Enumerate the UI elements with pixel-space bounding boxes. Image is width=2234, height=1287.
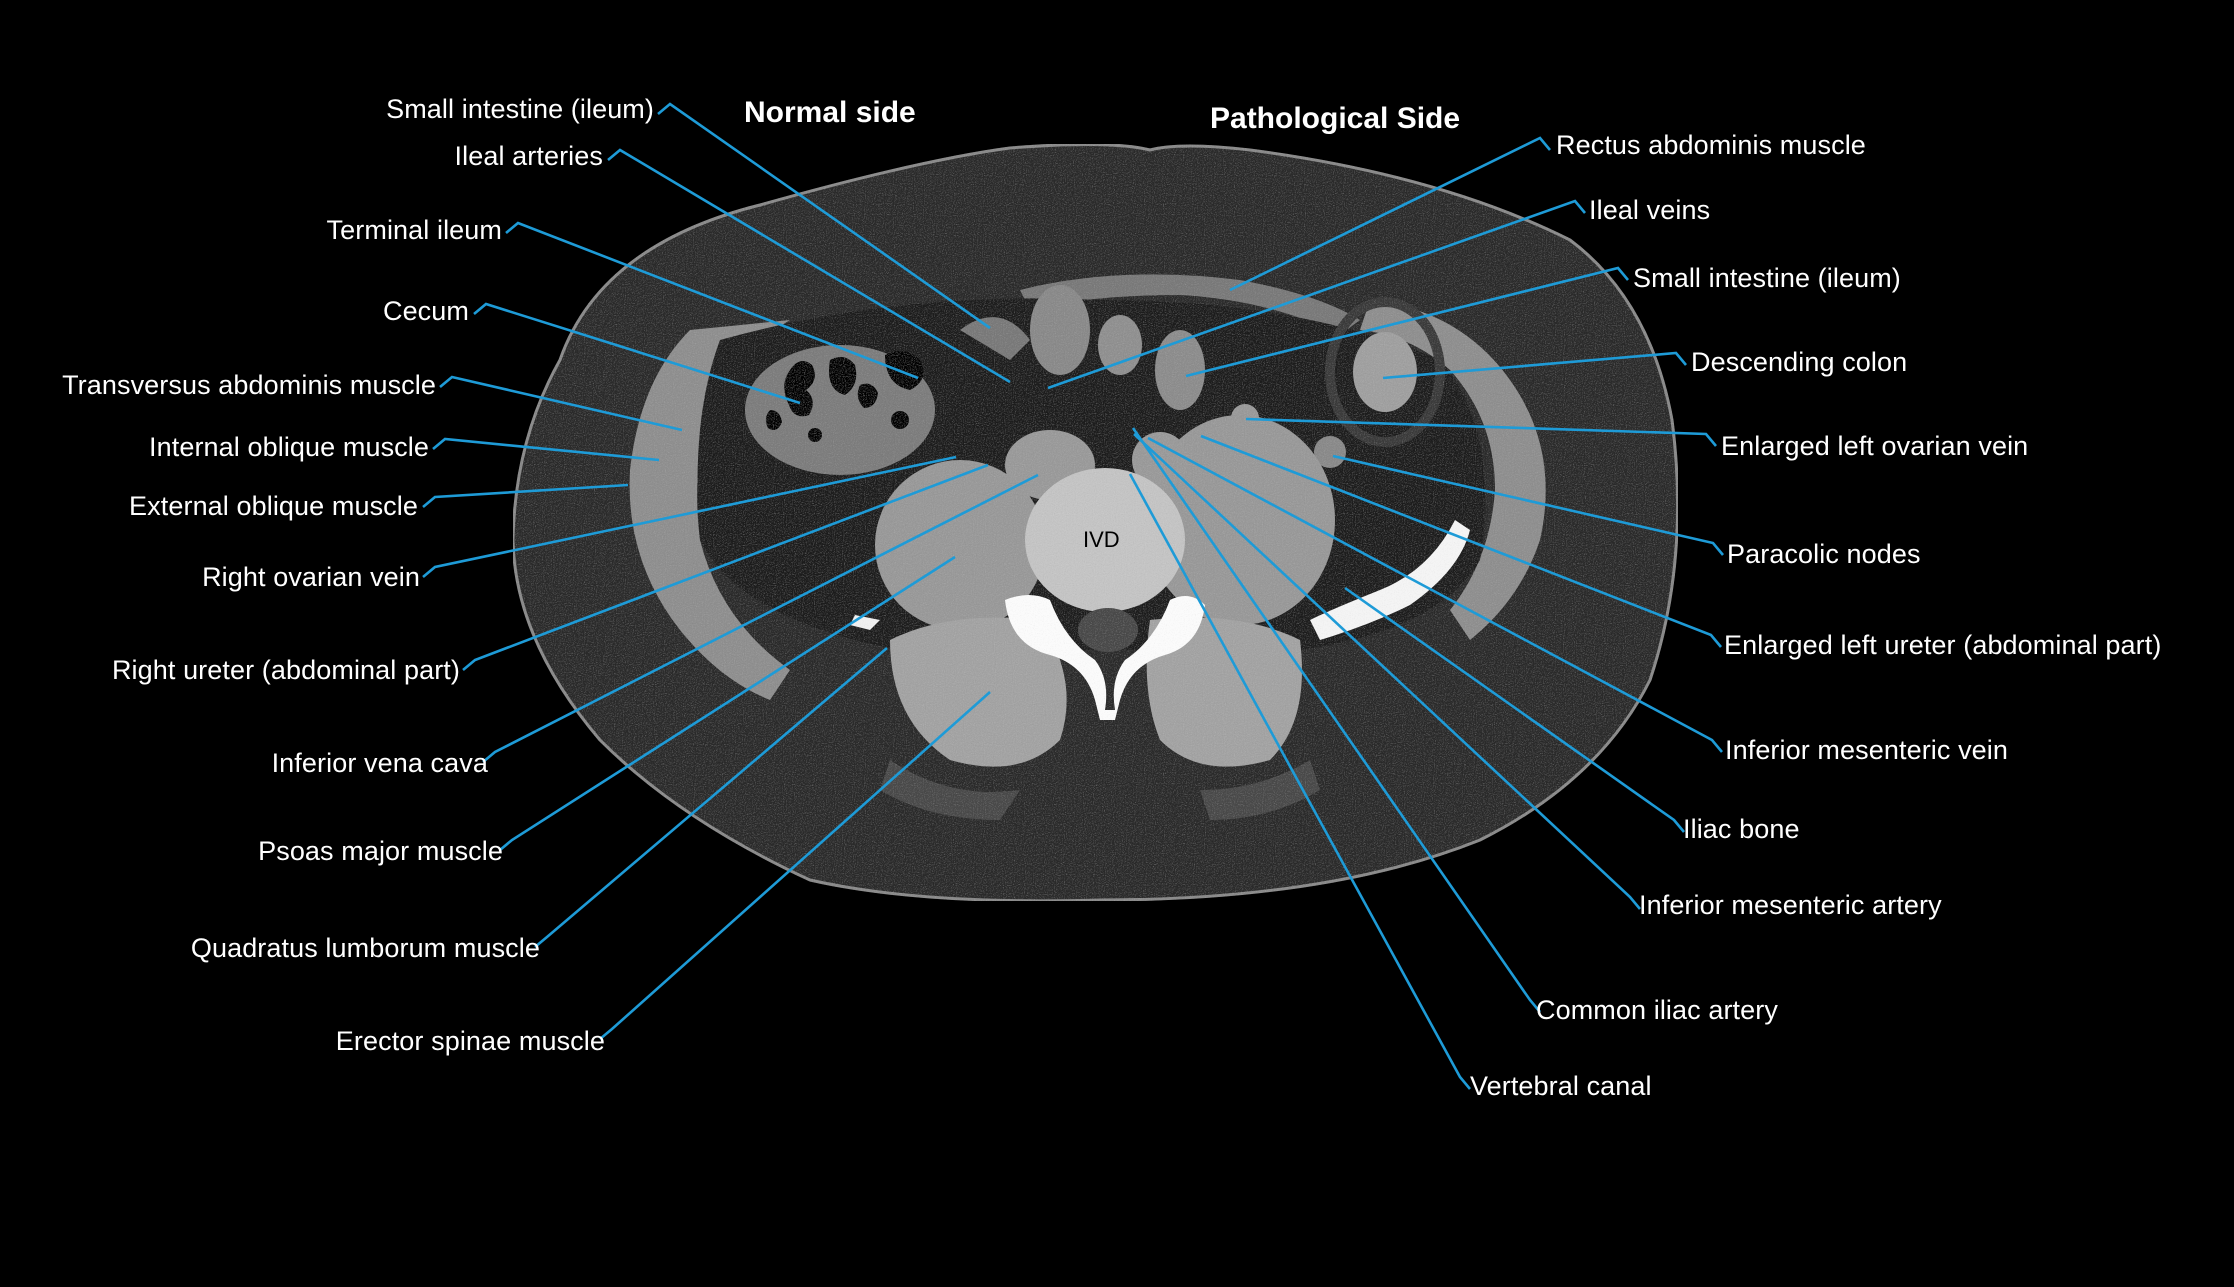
- label-inferior-mesenteric-vein: Inferior mesenteric vein: [1725, 735, 2009, 765]
- leader-line-external-oblique-muscle: [422, 483, 629, 508]
- label-small-intestine-ileum: Small intestine (ileum): [1633, 263, 1901, 293]
- ivd-label: IVD: [1083, 527, 1120, 552]
- leader-line-erector-spinae-muscle: [599, 691, 991, 1040]
- leader-line-psoas-major-muscle: [499, 555, 956, 851]
- leader-line-internal-oblique-muscle: [432, 437, 660, 462]
- leader-line-inferior-mesenteric-artery: [1133, 433, 1641, 910]
- label-ileal-veins: Ileal veins: [1589, 195, 1711, 225]
- label-right-ureter-abdominal-part: Right ureter (abdominal part): [111, 655, 460, 685]
- leader-line-descending-colon: [1382, 351, 1687, 380]
- leader-line-transversus-abdominis-muscle: [439, 375, 683, 432]
- leader-line-vertebral-canal: [1128, 473, 1471, 1090]
- leader-line-ileal-veins: [1047, 199, 1586, 390]
- label-descending-colon: Descending colon: [1691, 347, 1908, 377]
- leader-line-cecum: [473, 302, 801, 405]
- label-enlarged-left-ureter-abdominal-part: Enlarged left ureter (abdominal part): [1724, 630, 2162, 660]
- leader-line-inferior-vena-cava: [482, 473, 1039, 763]
- label-ileal-arteries: Ileal arteries: [454, 141, 603, 171]
- label-psoas-major-muscle: Psoas major muscle: [258, 836, 503, 866]
- label-small-intestine-ileum: Small intestine (ileum): [386, 94, 654, 124]
- leader-line-enlarged-left-ureter-abdominal-part: [1200, 434, 1722, 648]
- label-paracolic-nodes: Paracolic nodes: [1727, 539, 1921, 569]
- leader-line-small-intestine-ileum: [1185, 266, 1629, 378]
- leader-line-rectus-abdominis-muscle: [1229, 136, 1551, 292]
- label-vertebral-canal: Vertebral canal: [1470, 1071, 1652, 1101]
- leader-line-ileal-arteries: [607, 148, 1011, 384]
- label-iliac-bone: Iliac bone: [1683, 814, 1800, 844]
- leader-line-enlarged-left-ovarian-vein: [1245, 417, 1717, 447]
- leader-line-terminal-ileum: [505, 221, 919, 380]
- leader-line-iliac-bone: [1344, 586, 1685, 833]
- label-enlarged-left-ovarian-vein: Enlarged left ovarian vein: [1721, 431, 2029, 461]
- leader-line-paracolic-nodes: [1332, 454, 1724, 556]
- leader-line-inferior-mesenteric-vein: [1147, 436, 1723, 753]
- label-erector-spinae-muscle: Erector spinae muscle: [335, 1026, 605, 1056]
- label-cecum: Cecum: [382, 296, 469, 326]
- label-terminal-ileum: Terminal ileum: [326, 215, 502, 245]
- leader-line-quadratus-lumborum-muscle: [534, 647, 888, 948]
- label-inferior-vena-cava: Inferior vena cava: [271, 748, 488, 778]
- label-common-iliac-artery: Common iliac artery: [1536, 995, 1778, 1025]
- leader-line-right-ureter-abdominal-part: [462, 463, 989, 671]
- label-rectus-abdominis-muscle: Rectus abdominis muscle: [1556, 130, 1866, 160]
- body-cross-section: [511, 142, 1680, 903]
- label-transversus-abdominis-muscle: Transversus abdominis muscle: [62, 370, 436, 400]
- leader-line-right-ovarian-vein: [422, 455, 957, 578]
- leader-line-small-intestine-ileum: [657, 102, 991, 330]
- normal-side-heading: Normal side: [744, 96, 916, 129]
- pathological-side-heading: Pathological Side: [1210, 102, 1461, 135]
- label-quadratus-lumborum-muscle: Quadratus lumborum muscle: [190, 933, 540, 963]
- label-internal-oblique-muscle: Internal oblique muscle: [149, 432, 429, 462]
- label-external-oblique-muscle: External oblique muscle: [129, 491, 418, 521]
- leader-lines: [422, 102, 1724, 1090]
- label-right-ovarian-vein: Right ovarian vein: [202, 562, 420, 592]
- leader-line-common-iliac-artery: [1131, 427, 1541, 1013]
- label-inferior-mesenteric-artery: Inferior mesenteric artery: [1639, 890, 1942, 920]
